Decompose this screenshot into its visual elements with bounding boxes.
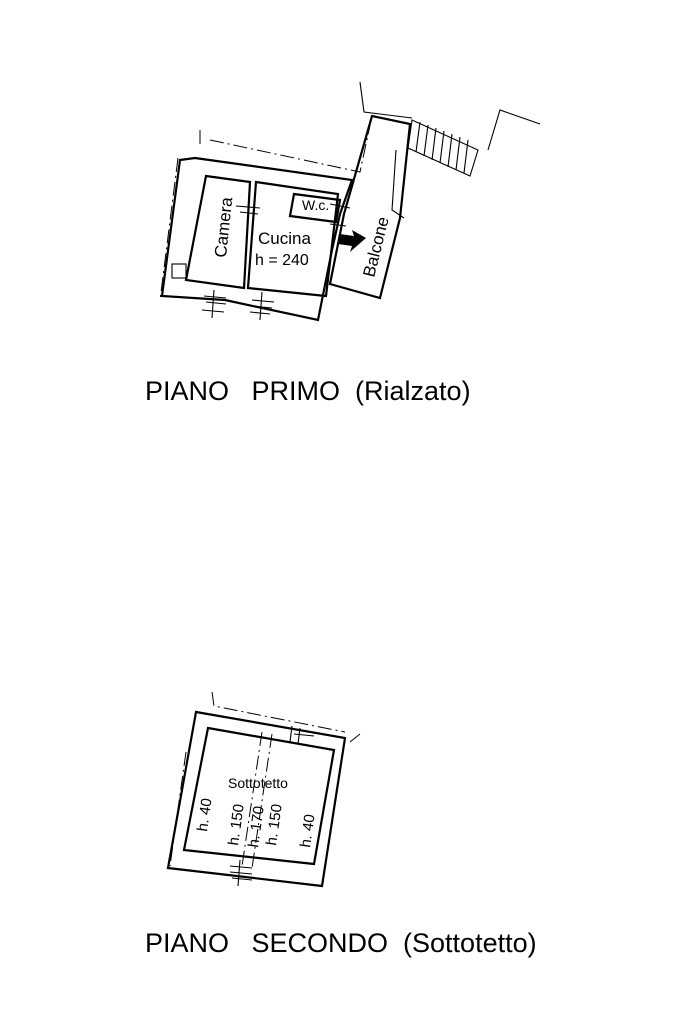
adjacent-building: [359, 81, 541, 151]
window-upper: [229, 859, 253, 887]
room-height-cucina: h = 240: [255, 252, 309, 269]
sottotetto-walls: [182, 726, 336, 866]
boundary-left-upper: [169, 751, 187, 867]
room-label-sottotetto: Sottotetto: [228, 775, 288, 791]
balcone-rail: [391, 149, 405, 219]
outer-wall-upper: [166, 710, 347, 888]
property-boundary: [159, 115, 373, 301]
room-label-wc: W.c.: [302, 197, 329, 213]
plan-piano-secondo: Sottotetto h. 40 h. 150 h. 170 h. 150 h.…: [145, 691, 537, 958]
balcone-outline: [328, 114, 412, 300]
property-boundary-upper: [211, 691, 361, 743]
entrance-arrow-icon: [338, 230, 366, 252]
height-label-3: h. 170: [245, 805, 268, 849]
roof-ridge: [241, 731, 273, 869]
room-label-camera: Camera: [211, 196, 236, 259]
chimney-marks: [289, 725, 315, 745]
staircase: [407, 119, 479, 177]
camera-walls: [184, 174, 252, 290]
height-label-2: h. 150: [225, 803, 248, 847]
corner-pillar: [171, 263, 187, 279]
plan-piano-primo: Camera Cucina h = 240 W.c. Balcone PIANO…: [145, 81, 541, 406]
door-marks: [329, 203, 351, 227]
height-label-1: h. 40: [194, 797, 215, 832]
outer-wall: [160, 156, 354, 322]
windows: [201, 205, 275, 321]
caption-piano-secondo: PIANO SECONDO (Sottotetto): [145, 928, 537, 958]
height-label-4: h. 150: [263, 803, 286, 847]
height-label-5: h. 40: [297, 813, 318, 848]
room-label-cucina: Cucina: [258, 229, 311, 248]
cucina-walls: [246, 180, 340, 298]
wc-walls: [288, 192, 342, 224]
caption-piano-primo: PIANO PRIMO (Rialzato): [145, 376, 471, 406]
